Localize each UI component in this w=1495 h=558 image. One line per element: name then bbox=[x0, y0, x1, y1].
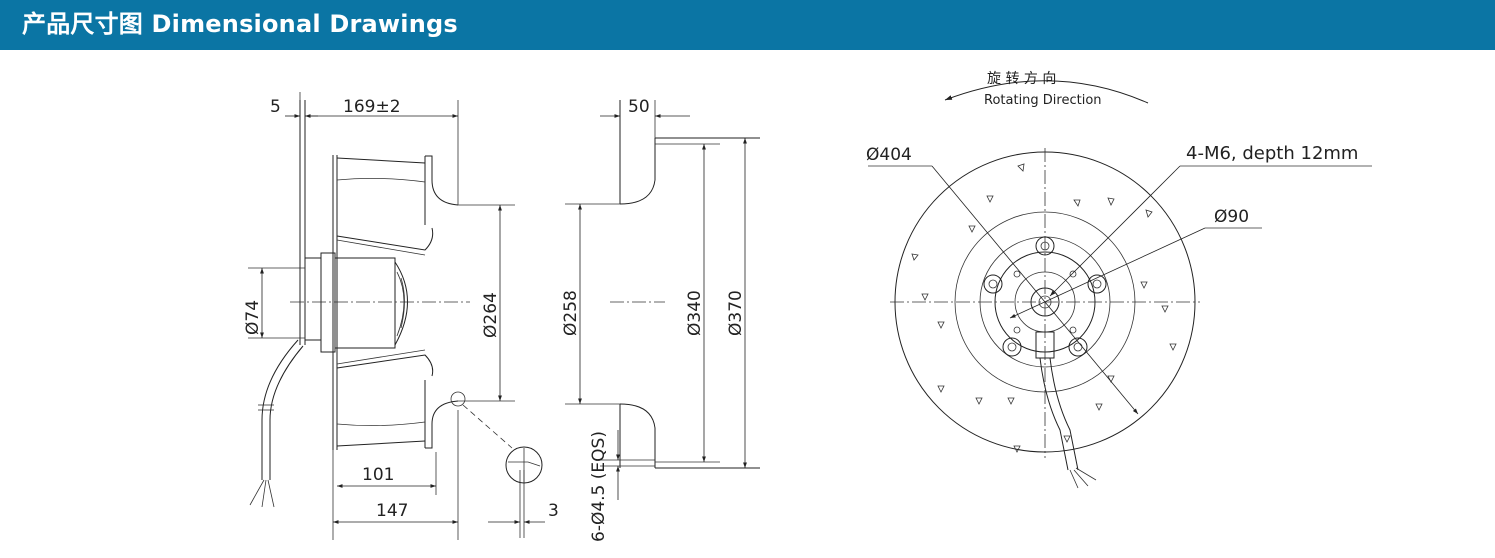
front-view: 旋 转 方 向 Rotating Direction bbox=[866, 71, 1372, 489]
dim-258: Ø258 bbox=[561, 290, 581, 336]
page-title: 产品尺寸图 Dimensional Drawings bbox=[22, 10, 458, 38]
section-view: 50 Ø258 Ø340 Ø370 6-Ø4.5 (EQS) 3 bbox=[488, 97, 760, 542]
dim-flange: 5 bbox=[270, 97, 281, 117]
dim-101: 101 bbox=[362, 465, 394, 485]
dim-3: 3 bbox=[548, 501, 559, 521]
side-view: 5 169±2 Ø74 Ø264 101 147 bbox=[243, 92, 515, 540]
dim-340: Ø340 bbox=[685, 290, 705, 336]
rotation-label-cn: 旋 转 方 向 bbox=[987, 71, 1056, 87]
dim-shaft-dia: Ø74 bbox=[243, 300, 263, 335]
rotation-label-en: Rotating Direction bbox=[984, 93, 1102, 108]
dim-147: 147 bbox=[376, 501, 408, 521]
drawing-canvas: 5 169±2 Ø74 Ø264 101 147 bbox=[243, 71, 1372, 542]
dim-thread: 4-M6, depth 12mm bbox=[1186, 143, 1358, 164]
dim-404: Ø404 bbox=[866, 145, 912, 165]
dimensional-drawing: 5 169±2 Ø74 Ø264 101 147 bbox=[0, 50, 1495, 558]
header-bar: 产品尺寸图 Dimensional Drawings bbox=[0, 0, 1495, 50]
dim-90: Ø90 bbox=[1214, 207, 1249, 227]
dim-50: 50 bbox=[628, 97, 650, 117]
dim-inner-dia: Ø264 bbox=[481, 292, 501, 338]
dim-holes: 6-Ø4.5 (EQS) bbox=[589, 431, 609, 542]
dim-length: 169±2 bbox=[343, 97, 401, 117]
dim-370: Ø370 bbox=[726, 290, 746, 336]
